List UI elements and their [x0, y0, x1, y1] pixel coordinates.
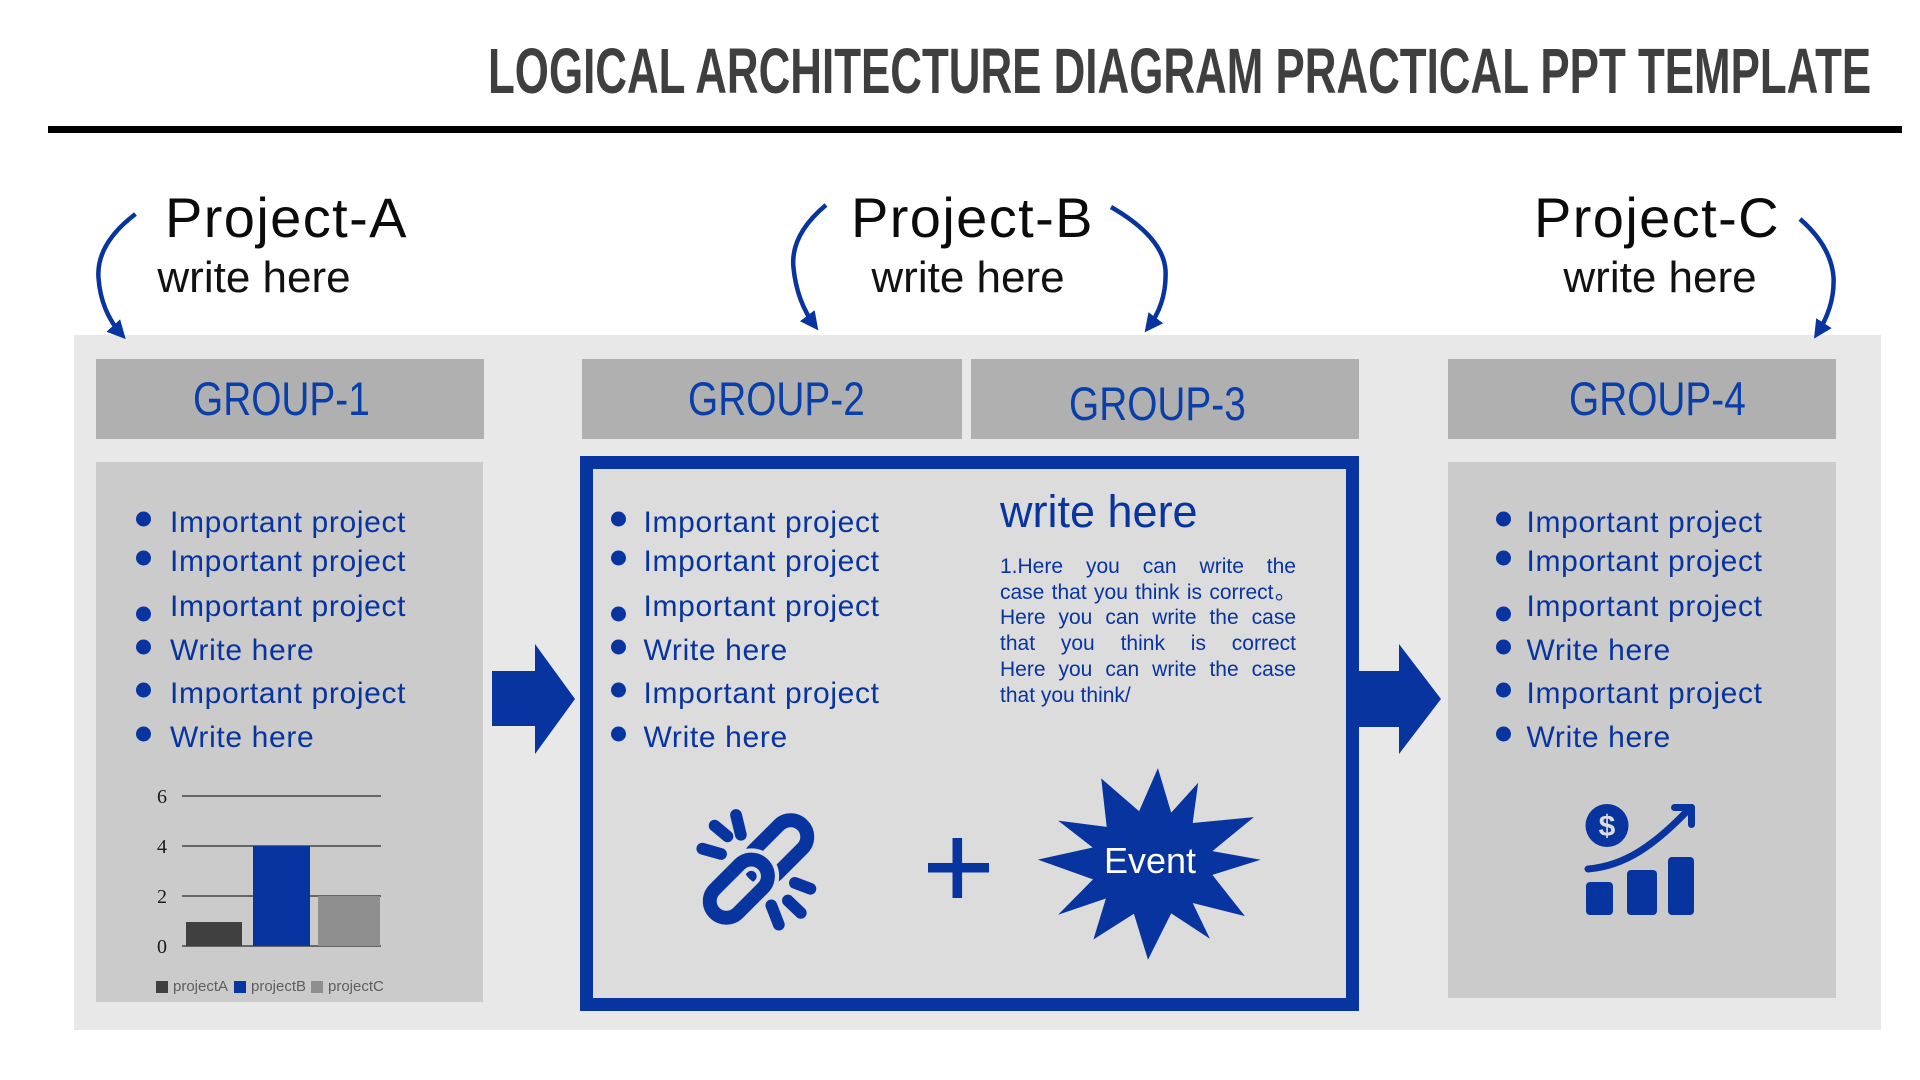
svg-text:$: $ — [1599, 810, 1616, 843]
svg-text:6: 6 — [157, 786, 167, 808]
svg-text:4: 4 — [157, 836, 167, 858]
svg-text:0: 0 — [157, 936, 167, 958]
svg-text:2: 2 — [157, 886, 167, 908]
